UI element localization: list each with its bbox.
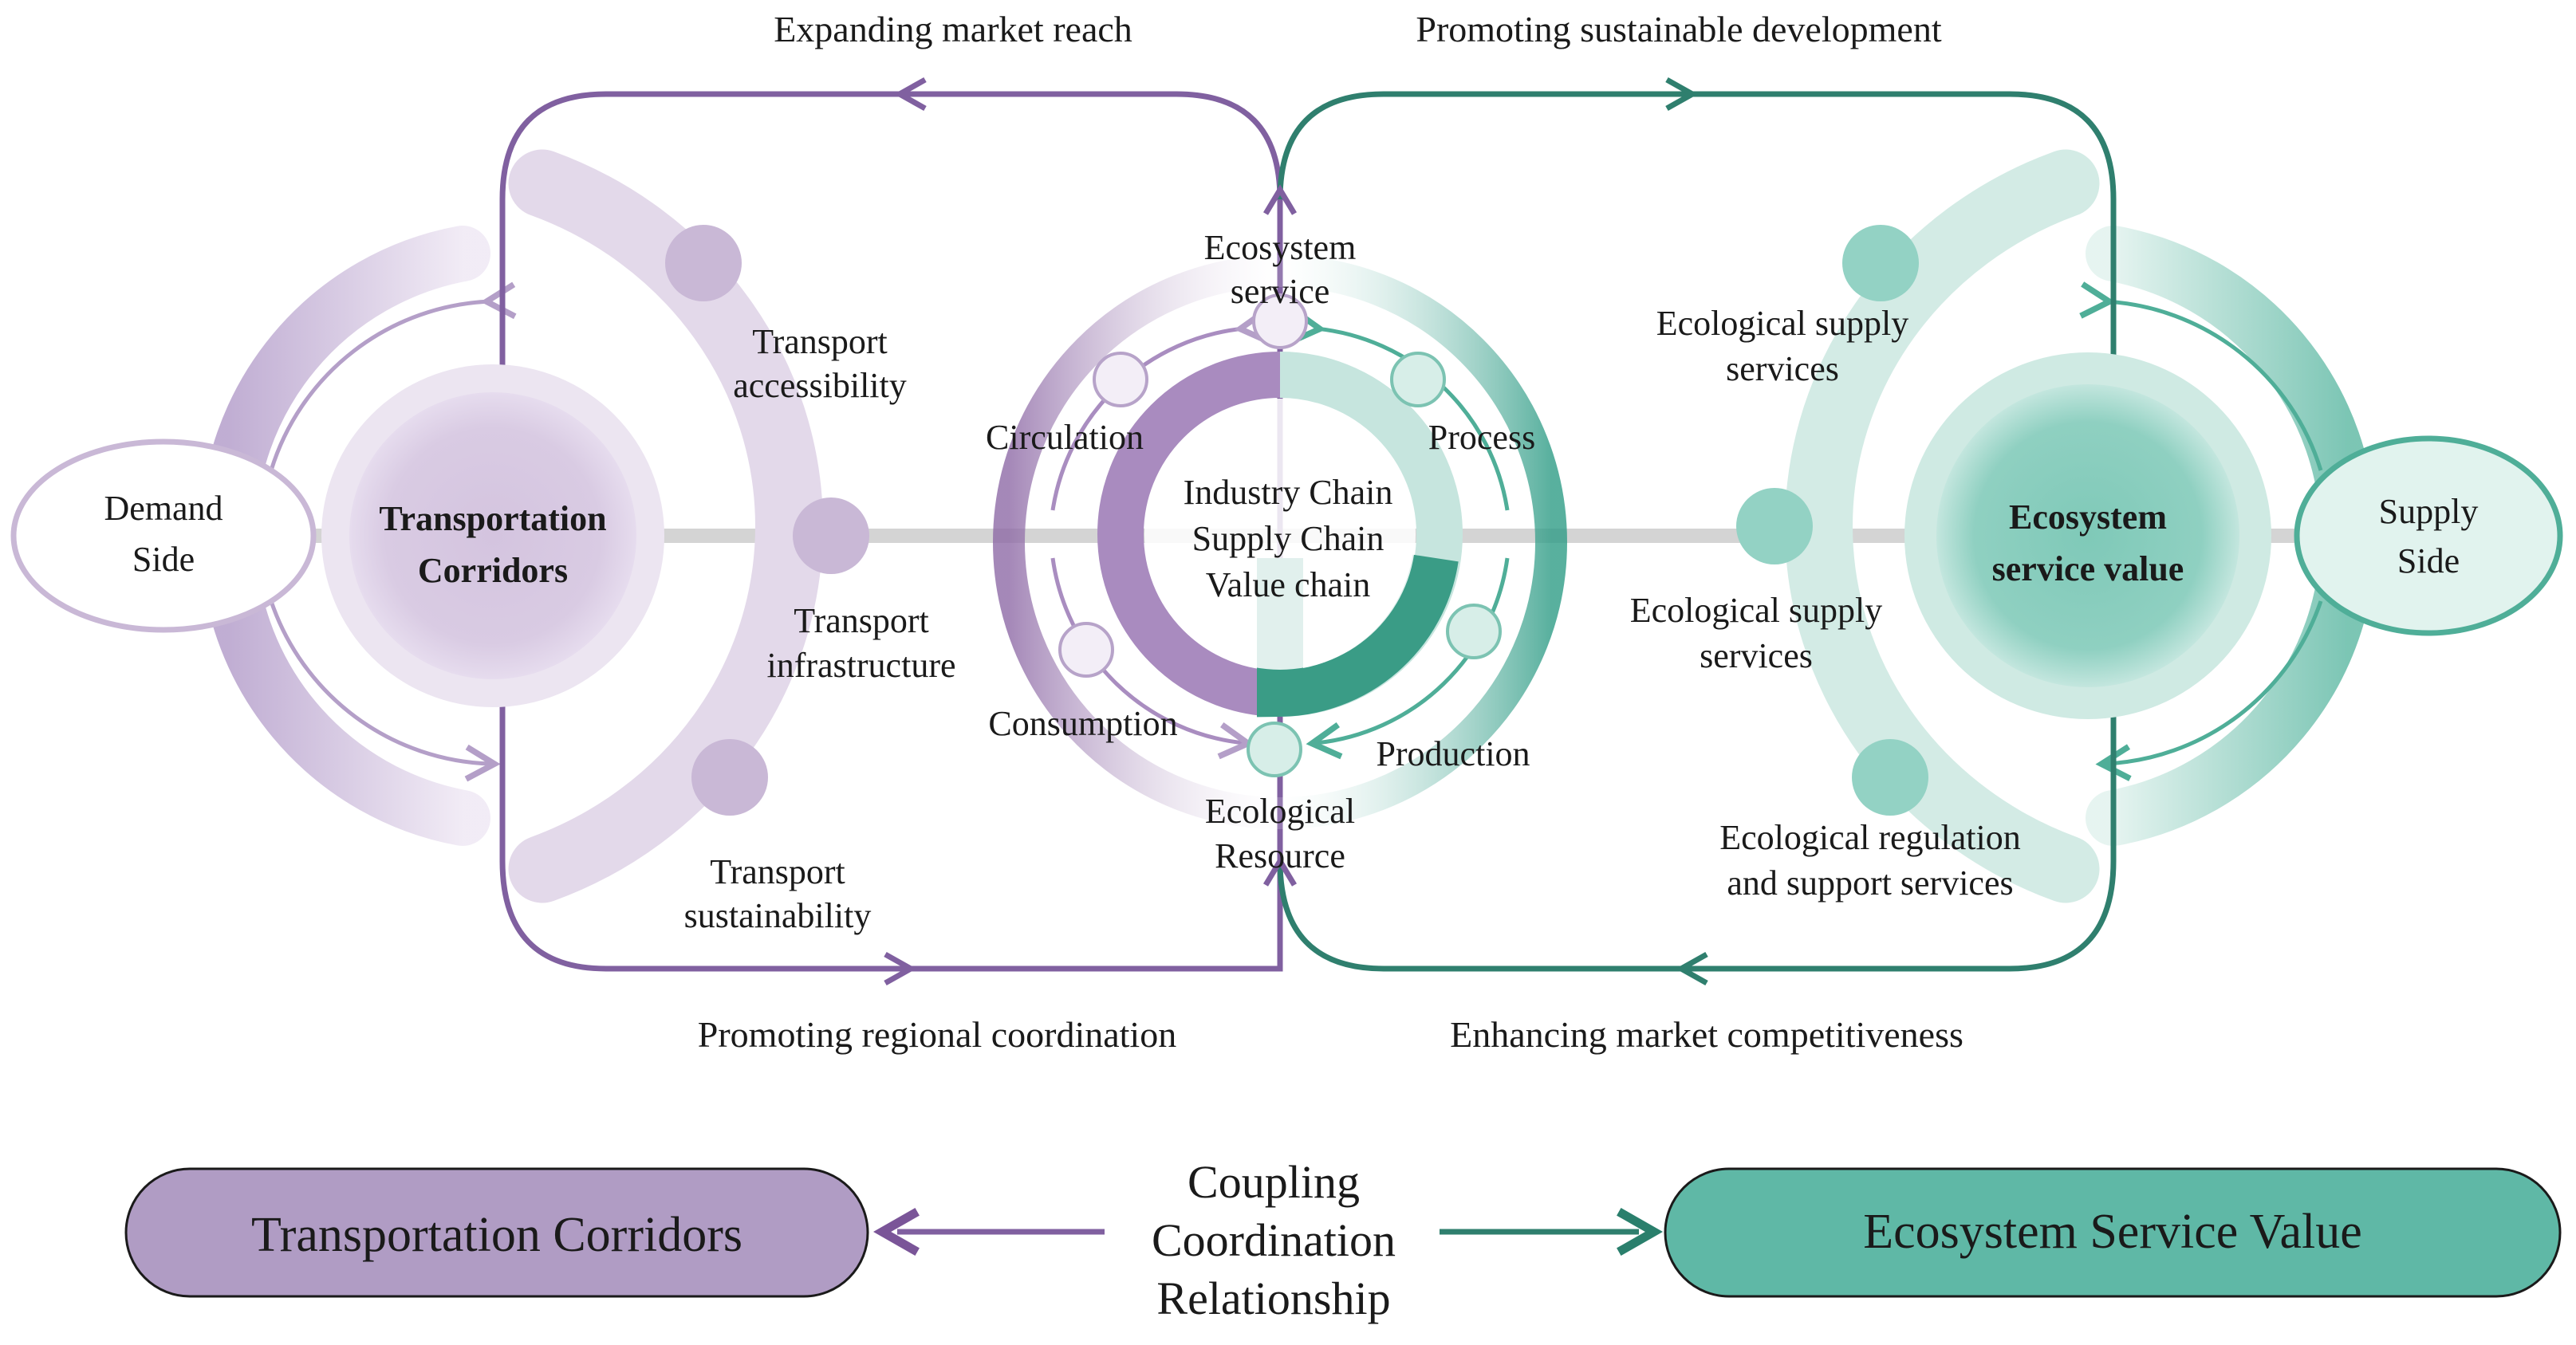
arrow-market-competitiveness bbox=[1675, 951, 1708, 986]
transport-infrastructure-line2: infrastructure bbox=[767, 646, 956, 685]
ecological-supply-top-line2: services bbox=[1726, 349, 1839, 388]
legend-coordination: Coordination bbox=[1152, 1214, 1396, 1266]
supply-arc-arrow-bottom bbox=[2095, 600, 2323, 781]
production-label: Production bbox=[1376, 734, 1530, 773]
label-promoting-regional-coordination: Promoting regional coordination bbox=[698, 1014, 1176, 1055]
consumption-node bbox=[1058, 622, 1114, 678]
legend-transportation-label: Transportation Corridors bbox=[251, 1208, 742, 1262]
legend-ecosystem-label: Ecosystem Service Value bbox=[1863, 1205, 2362, 1259]
ecological-resource-line1: Ecological bbox=[1205, 792, 1355, 831]
industry-chain-label: Industry Chain bbox=[1184, 473, 1393, 512]
ecosystem-service-line2: service bbox=[1231, 272, 1330, 311]
transport-infrastructure-dot bbox=[793, 497, 869, 574]
ecological-regulation-dot bbox=[1852, 739, 1928, 816]
supply-arc-arrow-top bbox=[2079, 281, 2323, 471]
transportation-corridors-title-line2: Corridors bbox=[418, 551, 568, 590]
transport-sustainability-line1: Transport bbox=[710, 852, 845, 891]
label-expanding-market-reach: Expanding market reach bbox=[774, 9, 1132, 49]
consumption-label: Consumption bbox=[988, 704, 1177, 743]
ecological-regulation-line2: and support services bbox=[1727, 863, 2013, 903]
transport-accessibility-dot bbox=[665, 225, 742, 301]
ecosystem-service-value-title-line2: service value bbox=[1992, 549, 2184, 588]
ecological-supply-mid-line1: Ecological supply bbox=[1630, 591, 1883, 630]
supply-side-line2: Side bbox=[2397, 541, 2460, 580]
label-enhancing-market-competitiveness: Enhancing market competitiveness bbox=[1450, 1014, 1964, 1055]
legend-relationship: Relationship bbox=[1156, 1272, 1390, 1324]
center-ring bbox=[993, 255, 1567, 829]
demand-arc-arrow-top bbox=[269, 281, 517, 471]
demand-side-line2: Side bbox=[132, 540, 195, 579]
arrow-regional-coordination bbox=[884, 951, 917, 986]
ecological-regulation-line1: Ecological regulation bbox=[1719, 818, 2021, 857]
circulation-label: Circulation bbox=[986, 418, 1144, 457]
transport-loop bbox=[499, 91, 1283, 972]
ecological-resource-line2: Resource bbox=[1215, 836, 1345, 875]
circulation-node bbox=[1093, 352, 1148, 407]
ecological-supply-top-dot bbox=[1842, 225, 1919, 301]
demand-side-line1: Demand bbox=[104, 489, 223, 528]
legend-transportation-pill bbox=[124, 1167, 869, 1298]
ecological-supply-mid-line2: services bbox=[1700, 636, 1813, 675]
demand-side-ellipse bbox=[10, 439, 317, 633]
transportation-corridors-title-line1: Transportation bbox=[379, 499, 606, 538]
supply-chain-label: Supply Chain bbox=[1192, 519, 1385, 558]
supply-side-ellipse bbox=[2294, 435, 2563, 636]
ecosystem-service-node bbox=[1252, 293, 1308, 349]
value-chain-label: Value chain bbox=[1206, 565, 1370, 604]
transport-sustainability-dot bbox=[691, 739, 768, 816]
ecosystem-service-line1: Ecosystem bbox=[1204, 228, 1357, 267]
production-node bbox=[1446, 604, 1502, 659]
process-label: Process bbox=[1428, 418, 1535, 457]
demand-arc-arrow-bottom bbox=[269, 600, 501, 782]
ecological-resource-node bbox=[1247, 722, 1302, 777]
transport-items-band bbox=[508, 149, 823, 903]
transport-accessibility-line2: accessibility bbox=[733, 366, 907, 405]
arrow-center-up-bottom bbox=[1262, 855, 1298, 887]
transportation-corridors-node bbox=[349, 392, 636, 679]
ecosystem-service-value-title-line1: Ecosystem bbox=[2009, 497, 2167, 537]
ecosystem-items-band bbox=[1785, 149, 2100, 903]
legend-coupling: Coupling bbox=[1188, 1156, 1360, 1208]
transport-accessibility-line1: Transport bbox=[752, 322, 888, 361]
ecosystem-service-value-node bbox=[1936, 384, 2239, 687]
supply-side-line1: Supply bbox=[2379, 492, 2479, 531]
arrow-center-up bbox=[1262, 184, 1298, 215]
ecological-supply-mid-dot bbox=[1736, 488, 1813, 564]
arrow-sustainable-dev bbox=[1665, 77, 1699, 112]
transport-infrastructure-line1: Transport bbox=[794, 601, 929, 640]
label-promoting-sustainable-development: Promoting sustainable development bbox=[1416, 9, 1941, 49]
arrow-expanding-market bbox=[893, 77, 927, 112]
process-node bbox=[1390, 352, 1446, 407]
transport-sustainability-line2: sustainability bbox=[684, 896, 872, 935]
ecological-supply-top-line1: Ecological supply bbox=[1656, 304, 1909, 343]
legend-ecosystem-pill bbox=[1664, 1167, 2562, 1298]
